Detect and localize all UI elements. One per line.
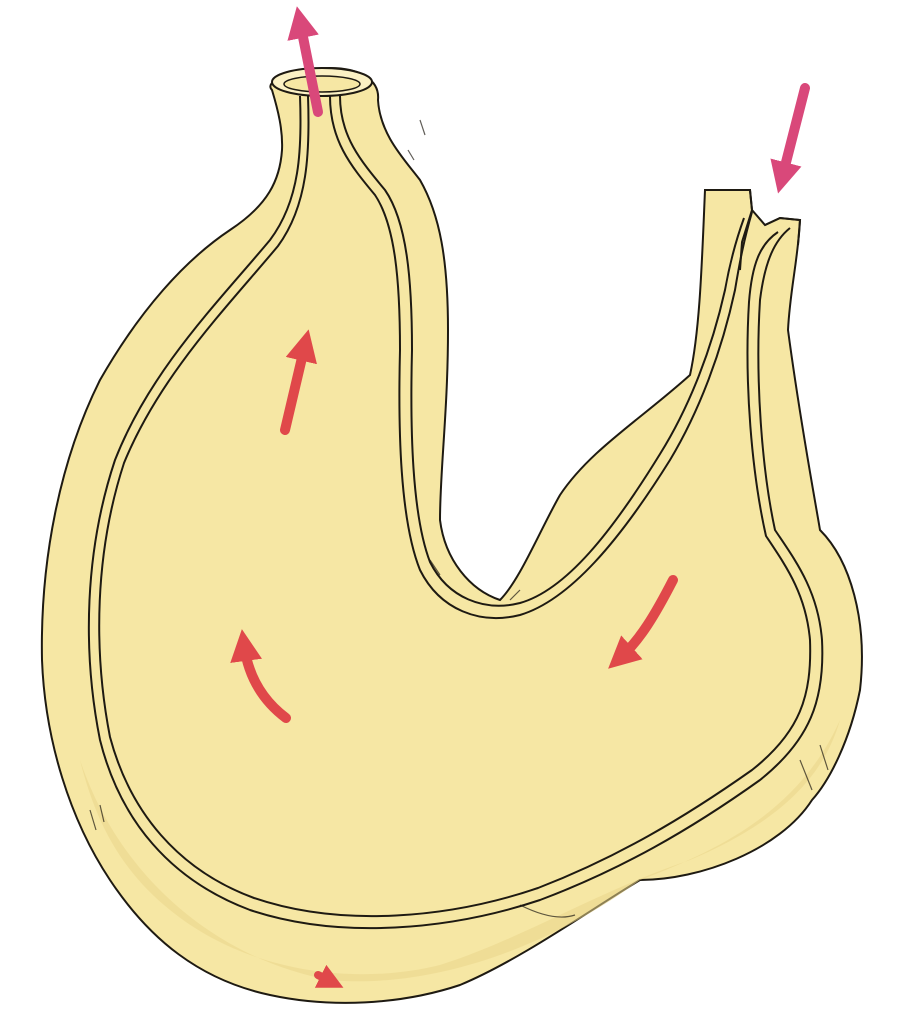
inflow-arrow-right xyxy=(782,88,805,178)
upper-opening-inner xyxy=(284,76,360,92)
stomach-outer-wall xyxy=(42,68,862,1003)
